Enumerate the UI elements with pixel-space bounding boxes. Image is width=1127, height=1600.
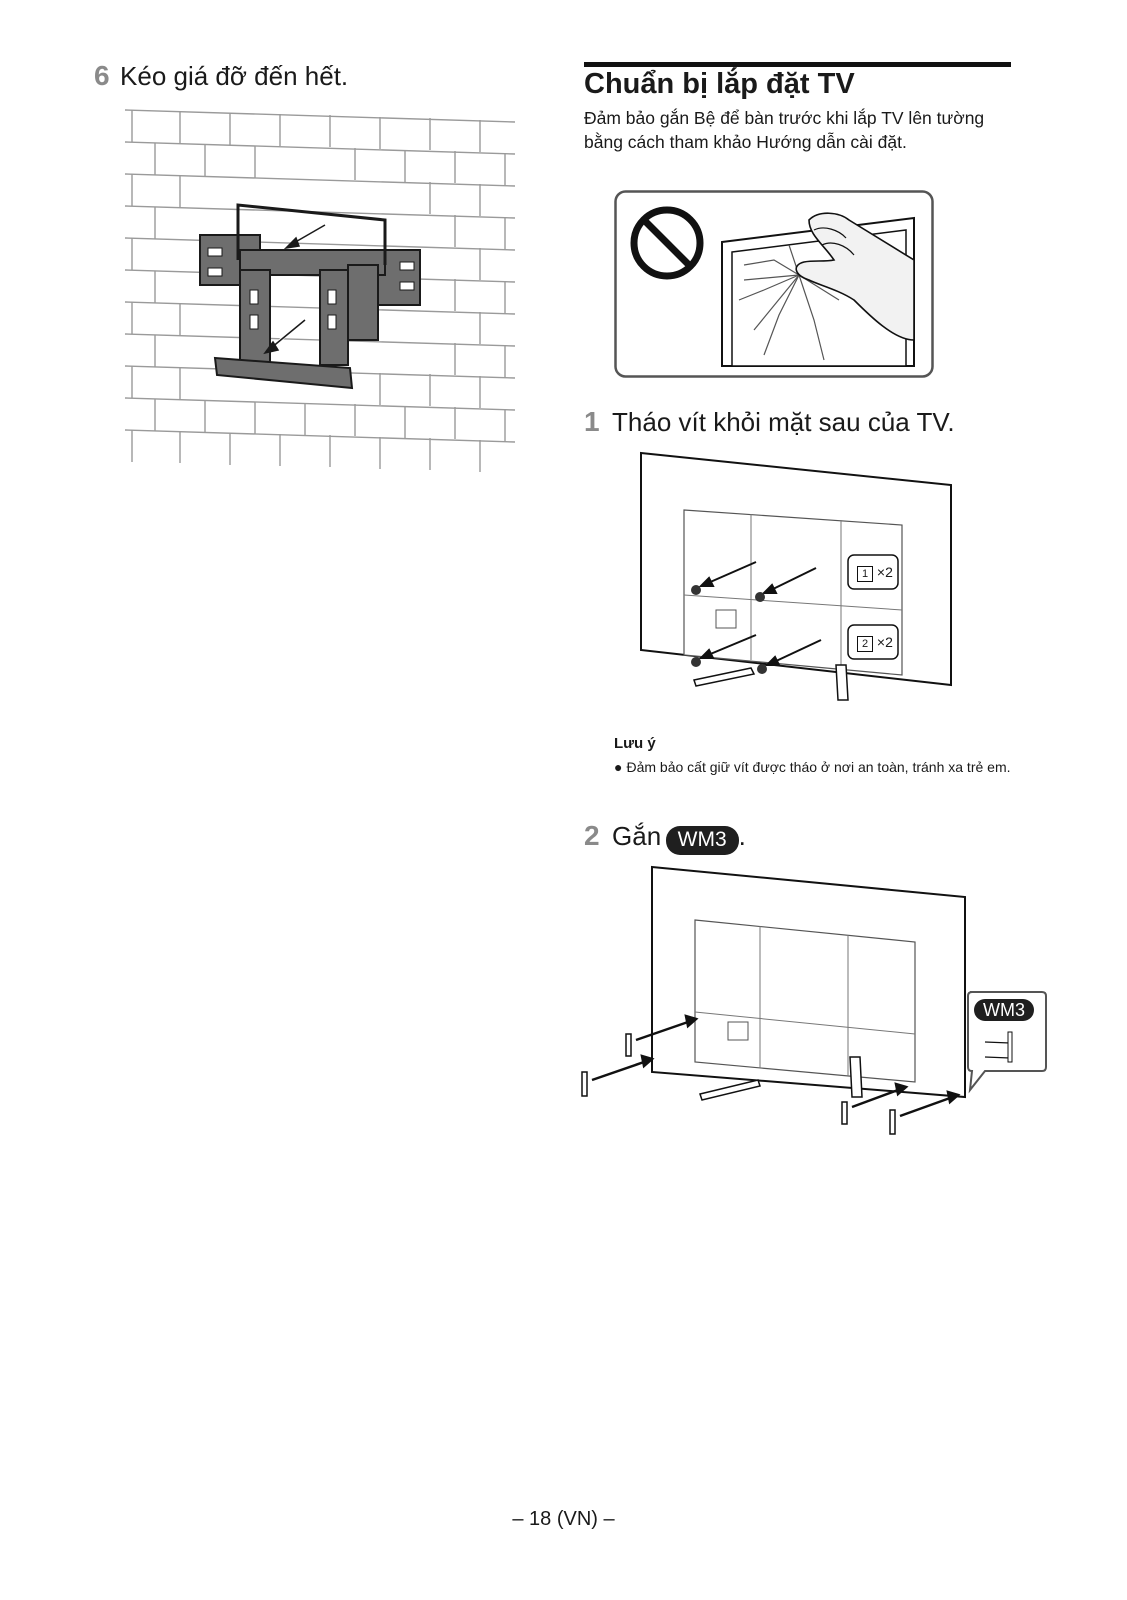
note-body: ●Đảm bảo cất giữ vít được tháo ở nơi an … <box>614 757 1014 777</box>
section-intro: Đảm bảo gắn Bệ để bàn trước khi lắp TV l… <box>584 108 985 152</box>
step-text: Kéo giá đỡ đến hết. <box>120 61 349 91</box>
wall-bracket-illustration <box>124 109 516 472</box>
callout-1 <box>847 554 899 590</box>
step-number: 2 <box>584 820 600 851</box>
prohibition-icon <box>630 206 704 280</box>
note-bullet-text: Đảm bảo cất giữ vít được tháo ở nơi an t… <box>626 759 1011 775</box>
screw-type-1-icon: 1 <box>857 566 873 582</box>
step-text: Gắn <box>612 821 662 851</box>
step-text: Tháo vít khỏi mặt sau của TV. <box>612 407 955 437</box>
step-6-heading: 6 Kéo giá đỡ đến hết. <box>94 60 348 92</box>
page-number: – 18 (VN) – <box>512 1508 615 1530</box>
screw-callout-2: 2 ×2 <box>857 634 893 652</box>
tv-back-attach-spacers-illustration <box>581 865 1047 1135</box>
step-1-heading: 1 Tháo vít khỏi mặt sau của TV. <box>584 406 955 438</box>
do-not-press-screen-illustration <box>614 190 934 378</box>
part-badge: WM3 <box>665 826 739 856</box>
note-heading: Lưu ý <box>614 735 656 752</box>
screw-quantity: ×2 <box>876 564 893 580</box>
part-badge: WM3 <box>974 999 1034 1021</box>
callout-2 <box>847 624 899 660</box>
wm3-callout-label: WM3 <box>974 999 1034 1021</box>
bullet-icon: ● <box>614 759 623 775</box>
screw-type-2-icon: 2 <box>857 636 873 652</box>
section-title: Chuẩn bị lắp đặt TV <box>584 68 855 100</box>
section-rule <box>584 62 1011 67</box>
step-2-heading: 2 Gắn WM3. <box>584 820 746 856</box>
step-number: 1 <box>584 406 600 437</box>
screw-quantity: ×2 <box>876 634 893 650</box>
step-suffix: . <box>738 821 746 851</box>
screw-callout-1: 1 ×2 <box>857 564 893 582</box>
step-number: 6 <box>94 60 110 91</box>
tv-back-remove-screws-illustration <box>640 451 952 701</box>
